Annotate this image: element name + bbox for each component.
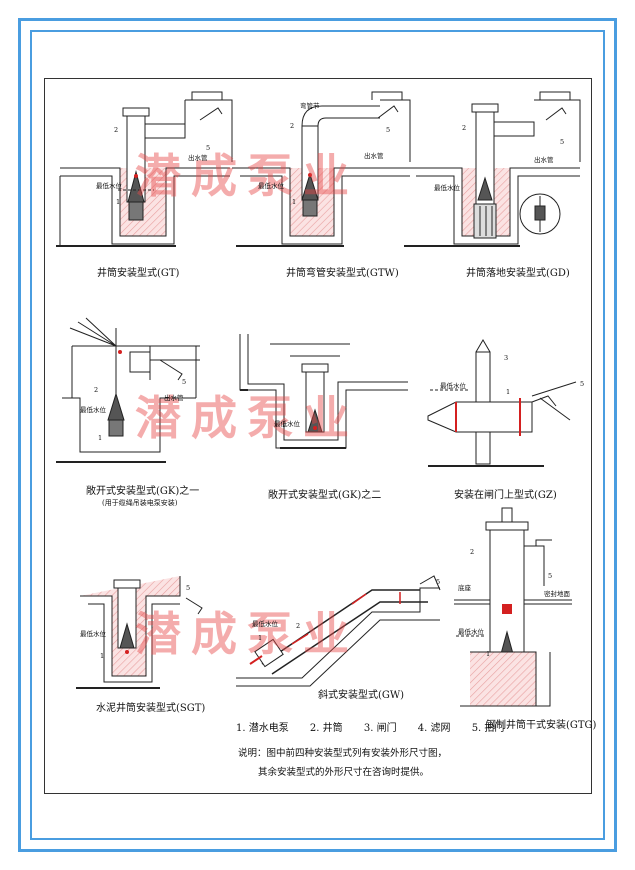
gz-label-3: 3 <box>504 354 509 362</box>
caption-gk1-sub: (用于缆绳吊装电泵安装) <box>102 499 178 507</box>
legend-item-flap: 5. 拍门 <box>471 723 505 734</box>
gd-label-outlet: 出水管 <box>534 156 554 164</box>
gw-label-water: 最低水位 <box>252 620 278 628</box>
drawing-sheet <box>44 78 592 794</box>
gt-label-water: 最低水位 <box>96 182 122 190</box>
gtw-label-bend: 弯管节 <box>300 102 320 110</box>
caption-gd: 井筒落地安装型式(GD) <box>466 268 570 279</box>
gtg-label-2: 2 <box>470 548 475 556</box>
gtw-label-1: 1 <box>292 198 297 206</box>
gd-label-water: 最低水位 <box>434 184 460 192</box>
panel-gw-drawing <box>236 575 441 687</box>
note-line-2: 其余安装型式的外形尺寸在咨询时提供。 <box>258 767 430 778</box>
sgt-label-1: 1 <box>100 652 105 660</box>
legend-item-pump: 1. 潜水电泵 <box>236 723 289 734</box>
gz-label-5: 5 <box>580 380 585 388</box>
legend: 1. 潜水电泵 2. 井筒 3. 闸门 4. 滤网 5. 拍门 <box>236 719 522 734</box>
gtg-label-seal: 密封地面 <box>544 590 570 598</box>
panel-gtw-drawing <box>232 91 411 247</box>
gk1-label-1: 1 <box>98 434 103 442</box>
panel-gk2-drawing <box>239 334 408 449</box>
gt-label-1: 1 <box>116 198 121 206</box>
legend-item-well: 2. 井筒 <box>309 723 343 734</box>
panel-gtg-drawing <box>454 507 572 707</box>
panel-gt-drawing <box>56 91 233 247</box>
panel-gz-drawing <box>427 339 577 467</box>
outer-frame <box>18 18 617 852</box>
gd-label-2: 2 <box>462 124 467 132</box>
gz-label-1: 1 <box>506 388 511 396</box>
note-line-1: 说明：图中前四种安装型式列有安装外形尺寸图， <box>238 748 448 759</box>
caption-gw: 斜式安装型式(GW) <box>318 690 405 701</box>
caption-gtw: 井筒弯管安装型式(GTW) <box>286 268 399 279</box>
caption-gk2: 敞开式安装型式(GK)之二 <box>268 490 382 501</box>
gt-label-5: 5 <box>206 144 211 152</box>
gw-label-2: 2 <box>296 622 301 630</box>
gk1-label-water: 最低水位 <box>80 406 106 414</box>
gt-label-outlet: 出水管 <box>188 154 208 162</box>
legend-item-gate: 3. 闸门 <box>363 723 397 734</box>
panel-sgt-drawing <box>76 576 203 689</box>
gtw-label-5: 5 <box>386 126 391 134</box>
gt-label-2: 2 <box>114 126 119 134</box>
inner-frame <box>30 30 605 840</box>
caption-gt: 井筒安装型式(GT) <box>97 268 180 279</box>
gw-label-5: 5 <box>436 578 441 586</box>
caption-gz: 安装在闸门上型式(GZ) <box>454 490 557 501</box>
gd-label-5: 5 <box>560 138 565 146</box>
gtw-label-2: 2 <box>290 122 295 130</box>
panel-gk1-drawing <box>56 317 200 463</box>
gk1-label-5: 5 <box>182 378 187 386</box>
legend-item-screen: 4. 滤网 <box>417 723 451 734</box>
caption-sgt: 水泥井筒安装型式(SGT) <box>96 703 206 714</box>
caption-gk1: 敞开式安装型式(GK)之一 <box>86 486 200 497</box>
gk2-label-water: 最低水位 <box>274 420 300 428</box>
sgt-label-water: 最低水位 <box>80 630 106 638</box>
gtg-label-1: 1 <box>486 650 491 658</box>
gk1-label-outlet: 出水管 <box>164 394 184 402</box>
gtg-label-5: 5 <box>548 572 553 580</box>
panel-gd-drawing <box>404 91 581 247</box>
caption-gtg: 钢制井筒干式安装(GTG) <box>486 720 597 731</box>
watermark-top: 潜成泵业 <box>135 149 359 203</box>
gtw-label-outlet: 出水管 <box>364 152 384 160</box>
watermark-middle: 潜成泵业 <box>135 391 359 445</box>
gtw-label-water: 最低水位 <box>258 182 284 190</box>
sgt-label-5: 5 <box>186 584 191 592</box>
gtg-label-water: 最低水位 <box>458 628 484 636</box>
watermark-bottom: 潜成泵业 <box>135 607 359 661</box>
gw-label-1: 1 <box>258 634 263 642</box>
gtg-label-floor: 底座 <box>458 584 471 592</box>
gk1-label-2: 2 <box>94 386 99 394</box>
gz-label-water: 最低水位 <box>440 382 466 390</box>
